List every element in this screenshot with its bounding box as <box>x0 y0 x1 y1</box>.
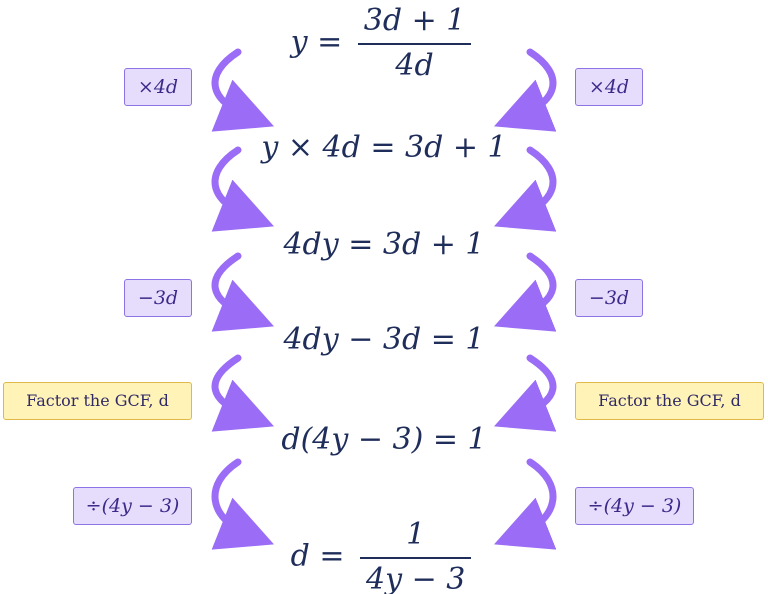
equation-6-lhs: d = <box>290 538 345 574</box>
equation-5: d(4y − 3) = 1 <box>0 425 768 455</box>
equation-1-lhs: y = <box>290 24 343 60</box>
equation-1: y = 3d + 1 4d <box>0 3 768 83</box>
equation-3-text: 4dy = 3d + 1 <box>283 227 485 262</box>
curved-arrow-down-right-icon <box>211 354 274 432</box>
equation-6: d = 1 4y − 3 <box>0 517 768 594</box>
curved-arrow-down-left-icon <box>494 146 557 232</box>
equation-6-fraction: 1 4y − 3 <box>360 517 472 594</box>
equation-1-denominator: 4d <box>395 47 434 83</box>
step-multiply-tag-right: ×4d <box>575 68 643 106</box>
equation-2-text: y × 4d = 3d + 1 <box>261 130 507 165</box>
step-subtract-tag-left: −3d <box>124 279 192 317</box>
equation-4: 4dy − 3d = 1 <box>0 325 768 355</box>
curved-arrow-down-right-icon <box>211 458 274 550</box>
equation-4-text: 4dy − 3d = 1 <box>283 322 485 357</box>
equation-3: 4dy = 3d + 1 <box>0 230 768 260</box>
curved-arrow-down-right-icon <box>211 48 274 132</box>
curved-arrow-down-left-icon <box>494 458 557 550</box>
equation-2: y × 4d = 3d + 1 <box>0 133 768 163</box>
curved-arrow-down-left-icon <box>494 48 557 132</box>
step-multiply-tag-left: ×4d <box>124 68 192 106</box>
step-factor-tag-left: Factor the GCF, d <box>3 382 192 420</box>
equation-6-denominator: 4y − 3 <box>366 561 466 594</box>
step-subtract-tag-right: −3d <box>575 279 643 317</box>
curved-arrow-down-right-icon <box>211 252 274 332</box>
step-factor-tag-right: Factor the GCF, d <box>575 382 764 420</box>
curved-arrow-down-left-icon <box>494 354 557 432</box>
equation-1-numerator: 3d + 1 <box>357 3 472 45</box>
equation-5-text: d(4y − 3) = 1 <box>281 422 487 457</box>
equation-6-numerator: 1 <box>360 517 472 559</box>
equation-1-fraction: 3d + 1 4d <box>357 3 472 83</box>
step-divide-tag-right: ÷(4y − 3) <box>575 487 694 525</box>
step-divide-tag-left: ÷(4y − 3) <box>73 487 192 525</box>
curved-arrow-down-left-icon <box>494 252 557 332</box>
curved-arrow-down-right-icon <box>211 146 274 232</box>
